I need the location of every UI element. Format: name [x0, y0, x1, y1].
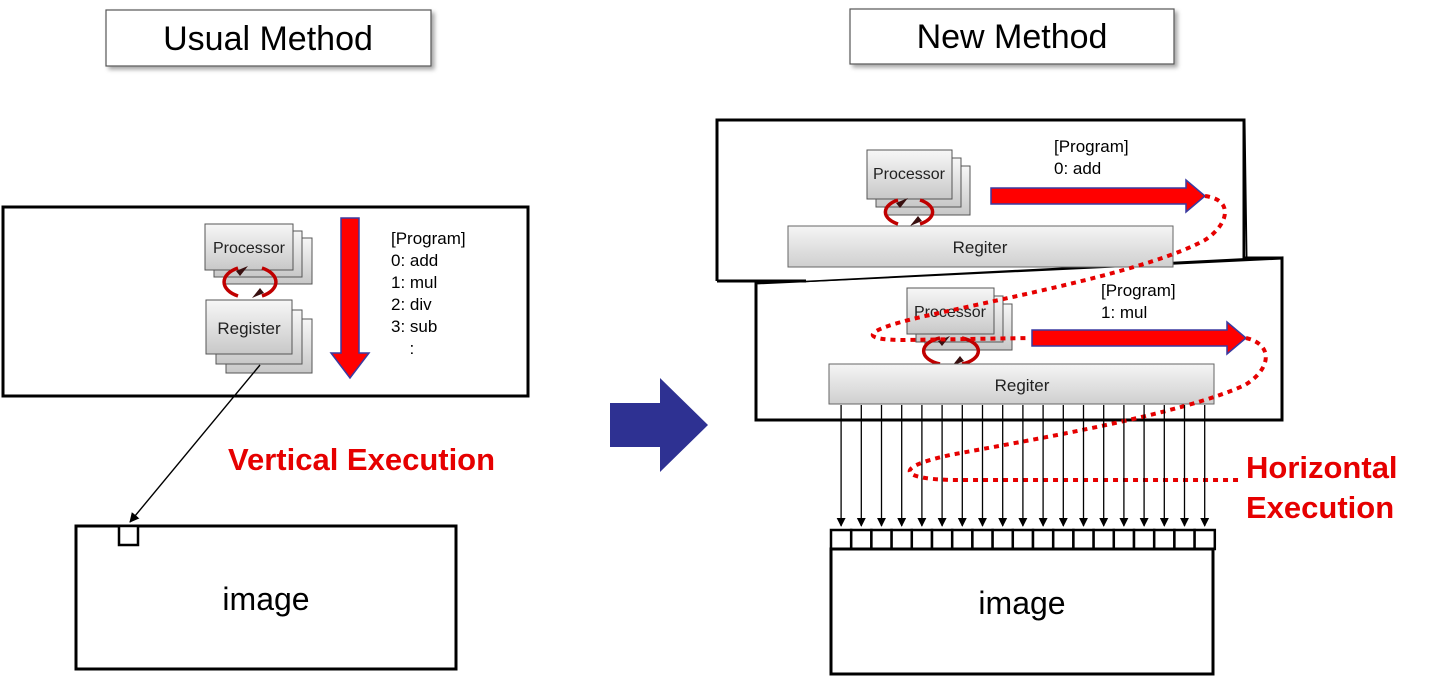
- left-program-line: :: [400, 339, 414, 358]
- left-processor-stack: [204, 223, 313, 285]
- upper-program-line: 0: add: [1054, 159, 1101, 178]
- upper-cycle-icon: [883, 198, 935, 226]
- pixel-cell: [1152, 528, 1176, 551]
- lower-processor-stack: [906, 287, 1013, 351]
- register-to-pixel-arrows: [836, 405, 1210, 527]
- horizontal-execution-label: Execution: [1246, 490, 1394, 525]
- pixel-cell: [971, 528, 994, 551]
- new-method-title: New Method: [917, 18, 1108, 56]
- right-image-box: [829, 547, 1215, 676]
- right-image-label: image: [978, 585, 1065, 621]
- upper-horizontal-arrow: [990, 178, 1207, 214]
- left-processor-label: Processor: [213, 240, 286, 257]
- pixel-cell: [1173, 528, 1196, 551]
- pixel-cell: [991, 528, 1015, 551]
- horizontal-execution-path: [870, 194, 1268, 482]
- pixel-cell: [930, 528, 954, 551]
- transition-arrow: [610, 378, 708, 472]
- pixel-cell: [1132, 528, 1156, 551]
- usual-method-title: Usual Method: [163, 20, 373, 58]
- upper-processor-label: Processor: [873, 166, 946, 183]
- pixel-cell: [829, 528, 853, 551]
- left-register-stack: [205, 299, 313, 374]
- lower-horizontal-arrow: [1031, 320, 1248, 356]
- pixel-cell: [870, 528, 893, 551]
- lower-register-label: Regiter: [995, 376, 1050, 395]
- left-register-label: Register: [217, 319, 281, 338]
- pixel-cell: [910, 528, 934, 551]
- left-program-line: 1: mul: [391, 273, 437, 292]
- left-image-label: image: [222, 581, 309, 617]
- left-program-listing: [Program] 0: add 1: mul 2: div 3: sub :: [391, 229, 466, 358]
- lower-program-line: [Program]: [1101, 281, 1176, 300]
- upper-register-bar: [787, 225, 1174, 268]
- vertical-execution-arrow: [329, 217, 371, 380]
- lower-register-bar: [828, 363, 1215, 405]
- right-image-pixel-row: [829, 528, 1217, 551]
- lower-program-line: 1: mul: [1101, 303, 1147, 322]
- new-method-title-box: [849, 8, 1175, 65]
- left-cycle-icon: [222, 266, 278, 298]
- pixel-cell: [1112, 528, 1136, 551]
- upper-program-line: [Program]: [1054, 137, 1129, 156]
- vertical-execution-label: Vertical Execution: [228, 442, 495, 477]
- pixel-cell: [1011, 528, 1035, 551]
- left-program-line: 2: div: [391, 295, 432, 314]
- pixel-cell: [1092, 528, 1116, 551]
- pixel-cell: [950, 528, 974, 551]
- pixel-cell: [1072, 528, 1095, 551]
- left-register-to-pixel-arrow: [129, 364, 261, 523]
- pixel-cell: [890, 528, 914, 551]
- left-program-line: 0: add: [391, 251, 438, 270]
- left-program-line: [Program]: [391, 229, 466, 248]
- pixel-cell: [1193, 528, 1217, 551]
- horizontal-execution-label: Horizontal: [1246, 450, 1398, 485]
- upper-register-label: Regiter: [953, 238, 1008, 257]
- pixel-cell: [1051, 528, 1075, 551]
- left-image-box: [74, 524, 458, 671]
- pixel-cell: [1031, 528, 1055, 551]
- left-image-pixel: [117, 524, 140, 547]
- left-program-line: 3: sub: [391, 317, 437, 336]
- usual-method-title-box: [105, 9, 432, 67]
- pixel-cell: [849, 528, 873, 551]
